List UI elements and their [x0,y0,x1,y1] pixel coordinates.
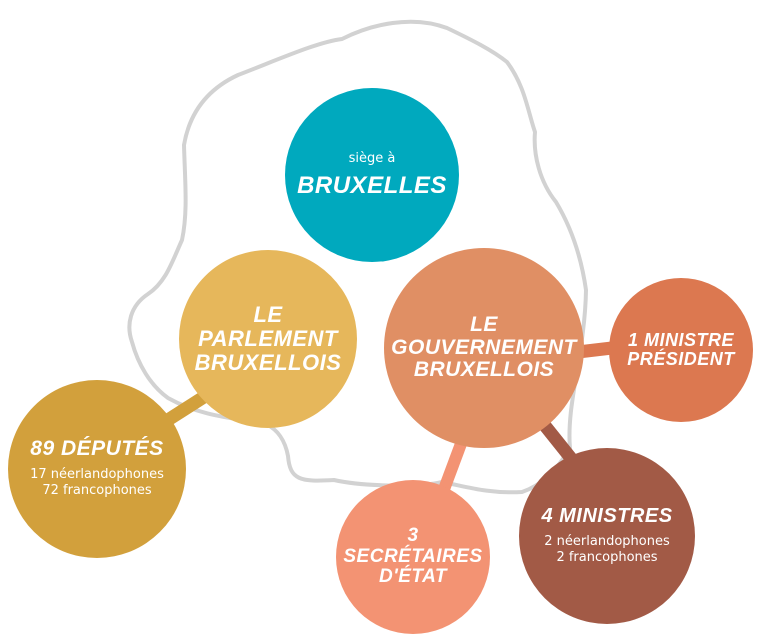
bruxelles-circle: siège à BRUXELLES [285,88,459,262]
ministres-title: 4 MINISTRES [541,504,673,527]
parlement-line-3: BRUXELLOIS [194,349,342,375]
deputes-detail-2: 72 francophones [42,483,152,499]
gouvernement-line-3: BRUXELLOIS [413,358,555,382]
deputes-detail-1: 17 néerlandophones [30,467,164,483]
bruxelles-title: BRUXELLES [297,172,447,200]
secretaires-line-1: 3 SECRÉTAIRES [343,525,483,567]
ministre-president-line-1: 1 MINISTRE [627,329,734,350]
parlement-line-1: LE [253,302,283,328]
secretaires-line-2: D'ÉTAT [378,566,448,588]
deputes-title: 89 DÉPUTÉS [30,437,164,461]
gouvernement-circle: LE GOUVERNEMENT BRUXELLOIS [384,248,584,448]
secretaires-circle: 3 SECRÉTAIRES D'ÉTAT [336,480,490,634]
gouvernement-line-1: LE [470,312,498,336]
ministres-detail-2: 2 francophones [556,549,658,565]
parlement-circle: LE PARLEMENT BRUXELLOIS [179,250,357,428]
brussels-map-outline [127,19,588,495]
bruxelles-pre: siège à [348,150,396,166]
ministres-detail-1: 2 néerlandophones [544,533,670,549]
ministre-president-circle: 1 MINISTRE PRÉSIDENT [609,278,753,422]
deputes-circle: 89 DÉPUTÉS 17 néerlandophones 72 francop… [8,380,186,558]
ministre-president-line-2: PRÉSIDENT [627,349,735,369]
parlement-line-2: PARLEMENT [198,326,338,352]
ministres-circle: 4 MINISTRES 2 néerlandophones 2 francoph… [519,448,695,624]
gouvernement-line-2: GOUVERNEMENT [391,335,577,359]
